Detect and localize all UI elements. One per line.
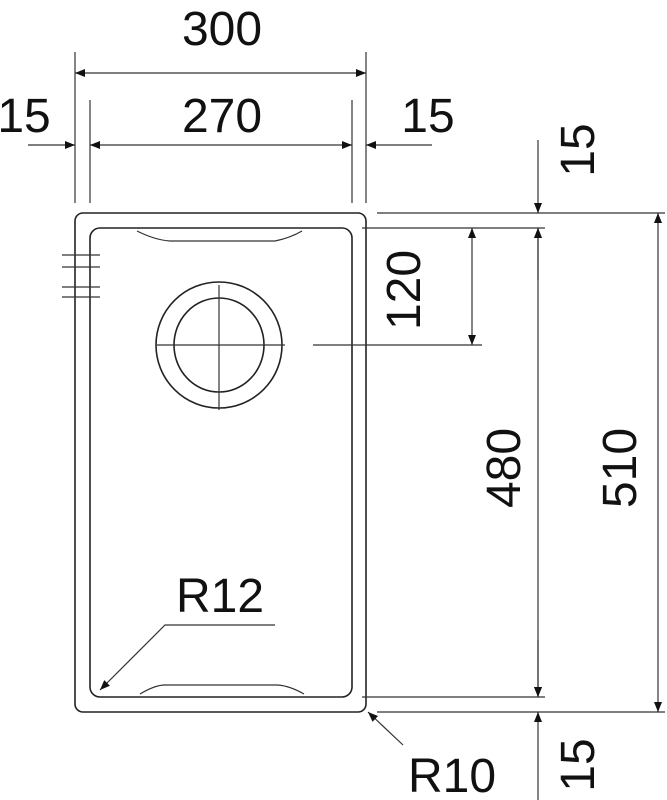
- dim-label-120: 120: [378, 250, 431, 330]
- dim-label-bottom-15: 15: [552, 738, 605, 791]
- dim-label-510: 510: [594, 428, 647, 508]
- leader-r10: [367, 711, 404, 746]
- dim-label-right-15: 15: [401, 90, 454, 143]
- dim-label-r12: R12: [176, 570, 264, 623]
- dim-label-300: 300: [182, 3, 262, 56]
- extension-lines: [74, 52, 665, 713]
- bottom-overflow-lip: [139, 684, 305, 695]
- dim-label-270: 270: [182, 90, 262, 143]
- sink-inner-bowl: [89, 227, 353, 698]
- dim-label-left-15: 15: [0, 90, 51, 143]
- drain-icon: [155, 281, 285, 410]
- sink-outer-edge: [74, 212, 367, 713]
- tap-hole-marks: [62, 254, 100, 298]
- sink-outline: [62, 212, 367, 713]
- dim-label-top-15: 15: [552, 123, 605, 176]
- top-overflow-lip: [136, 230, 303, 242]
- dim-label-480: 480: [478, 428, 531, 508]
- dim-label-r10: R10: [408, 750, 496, 800]
- leader-r12: [99, 624, 275, 691]
